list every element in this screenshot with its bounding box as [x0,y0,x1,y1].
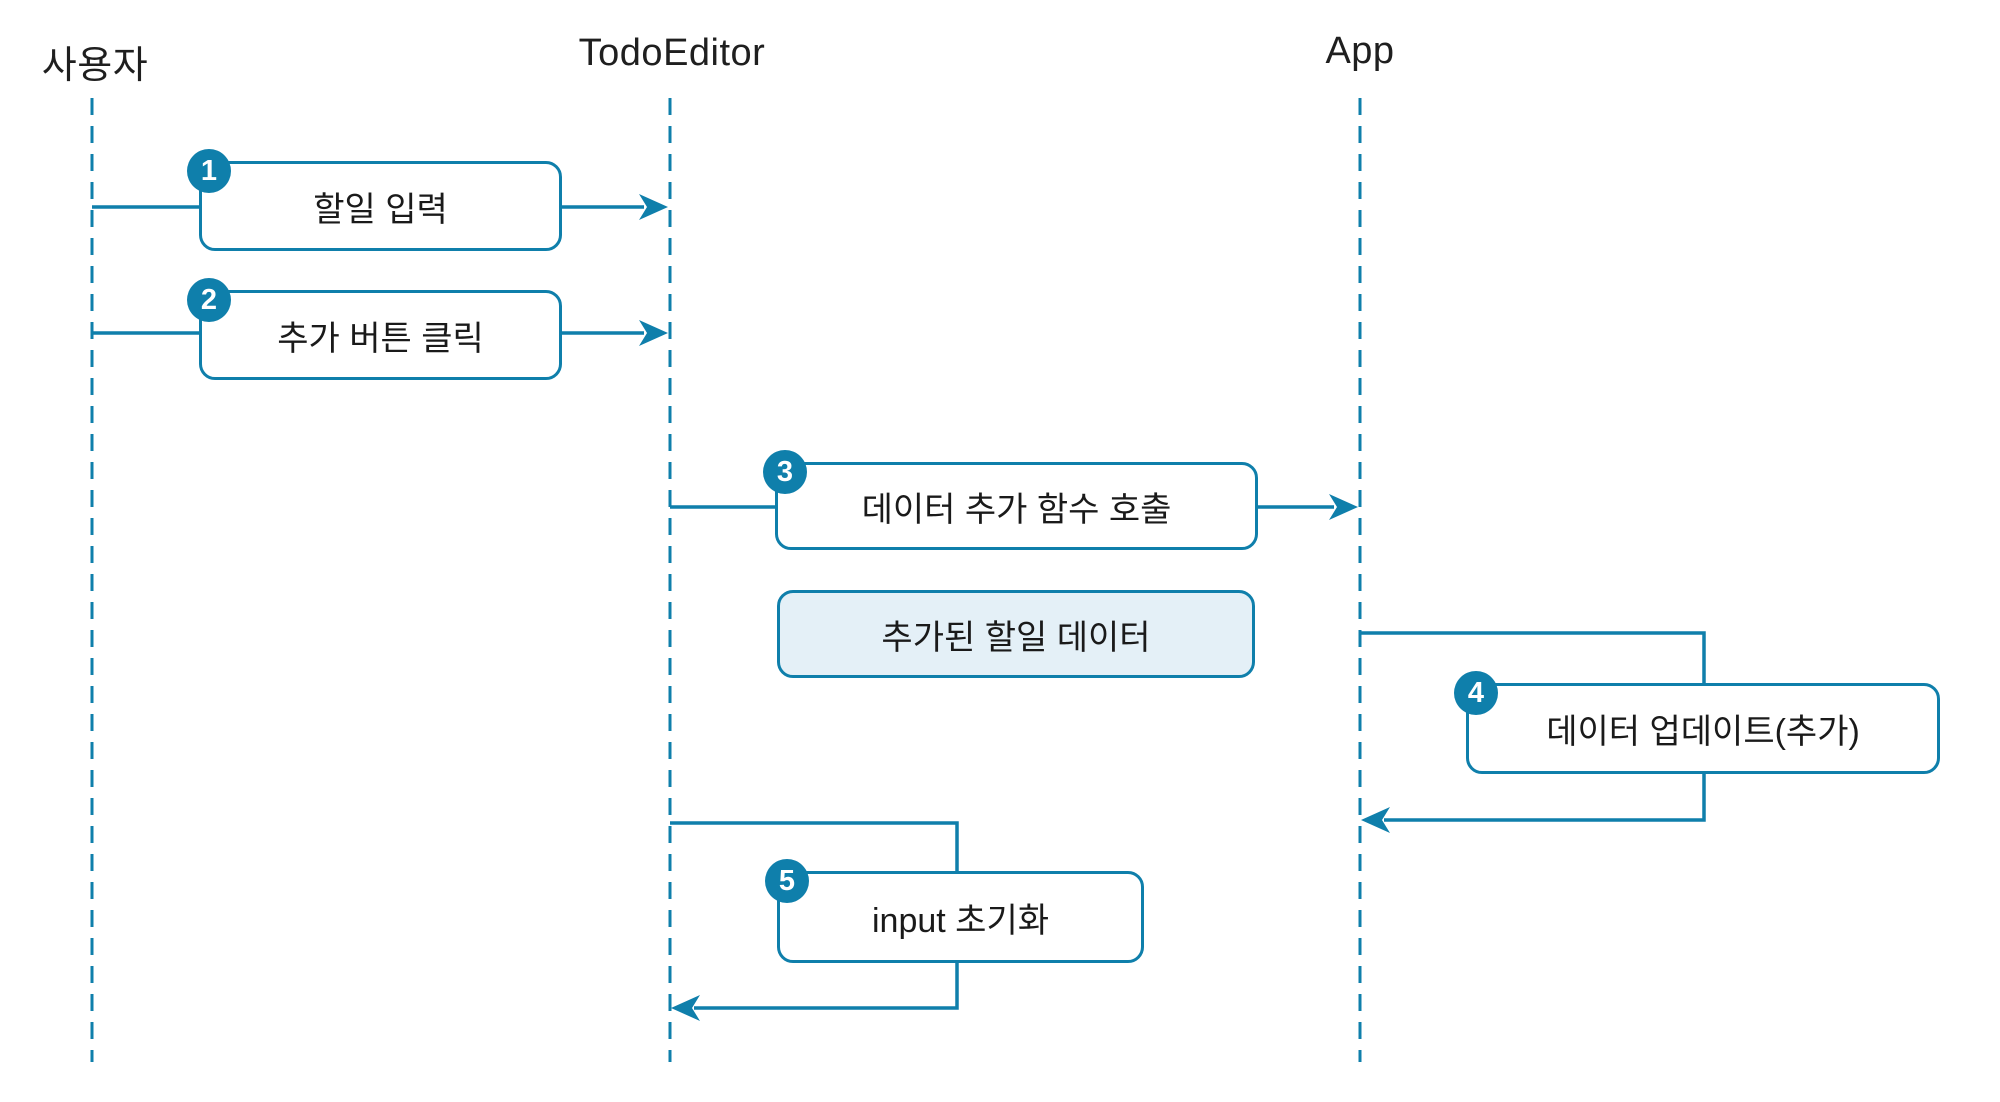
step-3-label: 데이터 추가 함수 호출 [861,490,1172,529]
step-5-box: 5 input 초기화 [765,859,1144,963]
actor-label-app: App [1325,30,1395,72]
arrow-1-head-icon [639,194,668,220]
step-4-label: 데이터 업데이트(추가) [1546,713,1860,751]
arrow-3-head-icon [1329,494,1358,520]
step-5-number-badge: 5 [765,859,809,903]
step-1-box: 1 할일 입력 [187,149,562,251]
note-label: 추가된 할일 데이터 [881,618,1151,657]
arrow-2-head-icon [639,320,668,346]
step-1-number-badge: 1 [187,149,231,193]
step-1-label: 할일 입력 [313,190,448,229]
step-4-number-badge: 4 [1454,671,1498,715]
step-2-box: 2 추가 버튼 클릭 [187,278,562,380]
actor-label-todoeditor: TodoEditor [578,32,766,74]
step-4-box: 4 데이터 업데이트(추가) [1454,671,1940,774]
arrow-5-head-icon [671,995,700,1021]
step-2-number-badge: 2 [187,278,231,322]
step-2-label: 추가 버튼 클릭 [277,319,484,358]
step-5-label: input 초기화 [871,901,1049,940]
note-box: 추가된 할일 데이터 [777,590,1255,678]
actor-label-user: 사용자 [41,45,149,87]
step-3-number-badge: 3 [763,450,807,494]
step-3-box: 3 데이터 추가 함수 호출 [763,450,1258,550]
arrow-4-head-icon [1361,807,1390,833]
